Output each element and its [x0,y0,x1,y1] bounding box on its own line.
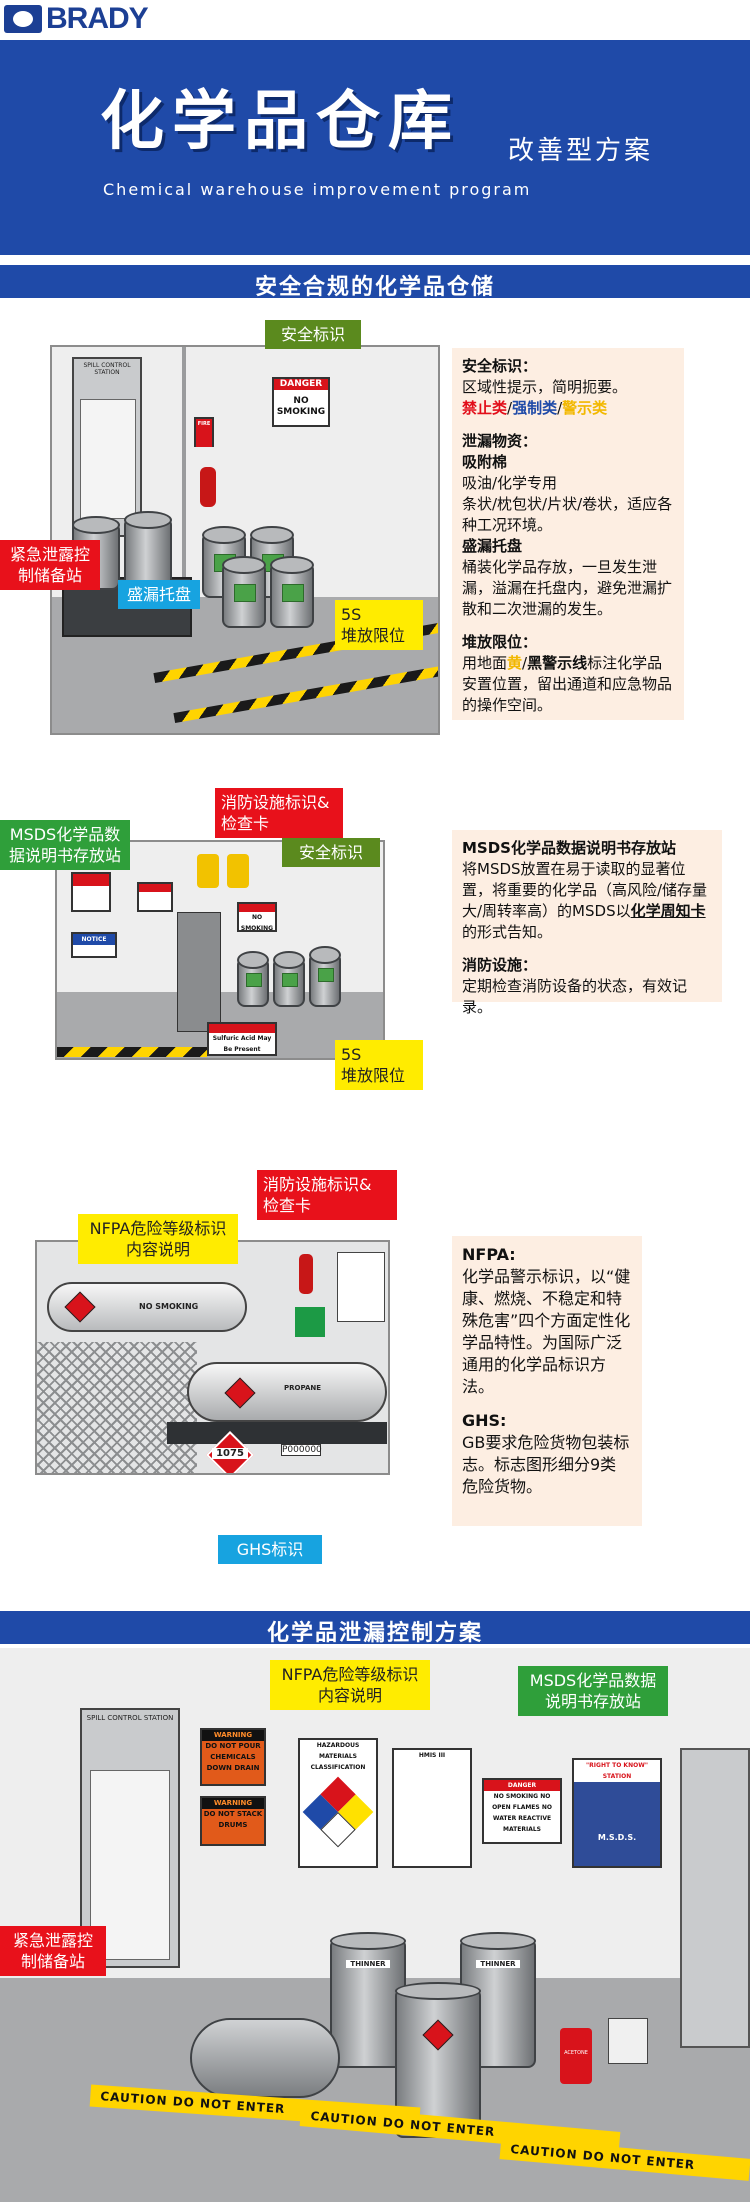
spill-station-cabinet: SPILL CONTROL STATION [80,1708,180,1968]
tank: NO SMOKING [47,1282,247,1332]
nfpa-diamond-icon [302,1776,374,1848]
info-box-msds: MSDS化学品数据说明书存放站 将MSDS放置在易于读取的显著位置，将重要的化学… [452,830,722,1016]
drum [237,951,269,1007]
un-number: 1075 [212,1448,248,1459]
station-label: SPILL CONTROL STATION [83,362,131,376]
tag-safety-sign: 安全标识 [282,838,380,867]
tag-fire-inspection: 消防设施标识& 检查卡 [257,1170,397,1220]
tag-nfpa: NFPA危险等级标识内容说明 [270,1660,430,1710]
hazmat-classification-chart: HAZARDOUS MATERIALS CLASSIFICATION [298,1738,378,1868]
section-heading: 化学品泄漏控制方案 [266,1621,483,1646]
section-msds: NOTICE NO SMOKING Sulfuric Acid May Be P… [0,770,750,1120]
drum [309,946,341,1007]
msds-station-box [71,872,111,912]
inspection-tag-icon [227,854,249,888]
info-box-nfpa: NFPA: 化学品警示标识，以“健康、燃烧、不稳定和特殊危害”四个方面定性化学品… [452,1236,642,1526]
info-box-storage: 安全标识： 区域性提示，简明扼要。 禁止类/强制类/警示类 泄漏物资： 吸附棉 … [452,348,684,720]
glue-can [608,2018,648,2064]
hero-banner [0,40,750,255]
storage-rack [177,912,221,1032]
tipped-drum [190,2018,340,2098]
drum [222,556,266,628]
tag-5s-limit: 5S 堆放限位 [335,1040,423,1090]
no-smoking-sign: NO SMOKING [237,902,277,932]
msds-illustration: NOTICE NO SMOKING Sulfuric Acid May Be P… [55,840,385,1060]
tag-spill-station: 紧急泄露控制储备站 [0,1926,106,1976]
sulfuric-acid-sign: Sulfuric Acid May Be Present [207,1022,277,1056]
license-plate: P000000 [281,1444,322,1456]
tag-msds-station: MSDS化学品数据说明书存放站 [0,820,130,870]
logo-bar: BRADY [0,0,750,40]
tag-nfpa: NFPA危险等级标识内容说明 [78,1214,238,1264]
hmis-chart: HMIS III [392,1748,472,1868]
door-edge [182,347,186,597]
section-compliant-storage: SPILL CONTROL STATION DANGER NO SMOKING … [0,300,750,760]
inspection-tag-icon [197,854,219,888]
fire-sign-green [295,1307,325,1337]
tag-fire-inspection: 消防设施标识& 检查卡 [215,788,343,838]
nfpa-illustration: NO SMOKING PROPANE P000000 1075 [35,1240,390,1475]
chemical-shelf [680,1748,750,2048]
floor-hazard-tape [57,1047,207,1057]
tag-spill-pallet: 盛漏托盘 [118,580,200,609]
drum [273,951,305,1007]
brand-logo-text: BRADY [46,2,149,35]
section-heading: 安全合规的化学品仓储 [254,275,495,300]
fire-extinguisher-icon [200,467,216,507]
fence [37,1342,197,1473]
tag-msds-station: MSDS化学品数据说明书存放站 [518,1666,668,1716]
brady-logo-icon [4,5,42,33]
safety-can: ACETONE [560,2028,592,2084]
page-title: 化学品仓库 [100,85,460,159]
spill-station-cabinet: SPILL CONTROL STATION [72,357,142,537]
propane-truck: PROPANE [187,1362,387,1422]
section-heading-bar: 安全合规的化学品仓储 [0,262,750,300]
tag-5s-limit: 5S 堆放限位 [335,600,423,650]
page-header: BRADY 化学品仓库 改善型方案 Chemical warehouse imp… [0,0,750,255]
thinner-drum: THINNER [330,1932,406,2068]
danger-sign [137,882,173,912]
tag-safety-sign: 安全标识 [265,320,361,349]
tag-spill-station: 紧急泄露控制储备站 [0,540,100,590]
notice-sign: NOTICE [71,932,117,958]
page-subtitle-en: Chemical warehouse improvement program [103,180,532,199]
fire-extinguisher-icon [299,1254,313,1294]
section-heading-bar: 化学品泄漏控制方案 [0,1608,750,1646]
nfpa-diamond-icon [224,1377,256,1409]
truck-chassis [167,1422,387,1444]
storage-illustration: SPILL CONTROL STATION DANGER NO SMOKING … [50,345,440,735]
fire-sign: FIRE [194,417,214,447]
danger-no-smoking-sign: DANGER NO SMOKING [272,377,330,427]
page-subtitle: 改善型方案 [508,136,654,166]
section-nfpa-ghs: NO SMOKING PROPANE P000000 1075 消防设施标识& … [0,1160,750,1600]
drum [124,511,172,589]
absorbent-pads [80,399,136,519]
inspection-document [337,1252,385,1322]
tag-ghs: GHS标识 [218,1535,322,1564]
drum [270,556,314,628]
nfpa-diamond-icon [64,1291,96,1323]
